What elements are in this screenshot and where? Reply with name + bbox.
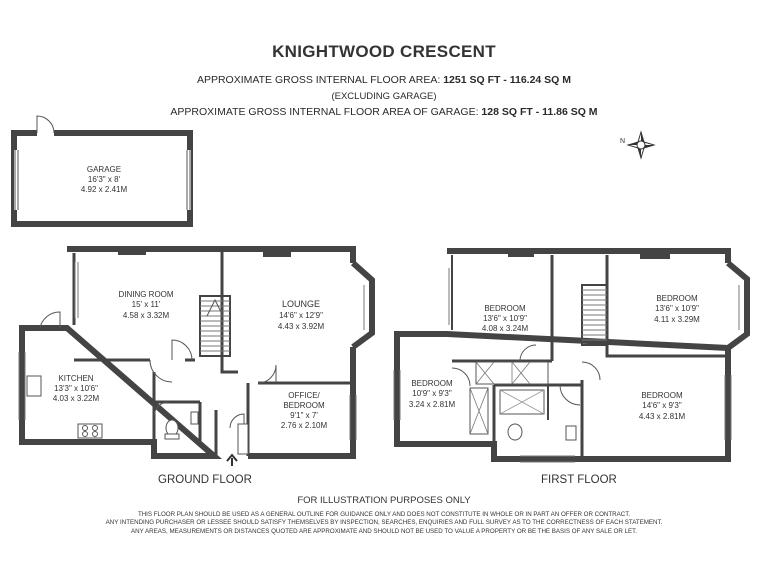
kitchen-metric: 4.03 x 3.22M (53, 394, 100, 403)
bedroom-c-name: BEDROOM (411, 379, 453, 388)
bedroom-c-metric: 3.24 x 2.81M (409, 400, 456, 409)
dining-room-imperial: 15' x 11' (132, 300, 161, 309)
illustration-note: FOR ILLUSTRATION PURPOSES ONLY (297, 495, 471, 506)
compass-icon: N (620, 130, 656, 160)
office-imperial: 9'1" x 7' (290, 411, 318, 420)
garage-imperial: 16'3" x 8' (88, 175, 121, 184)
first-floor-walls (393, 248, 750, 463)
disclaimer-line-2: ANY INTENDING PURCHASER OR LESSEE SHOULD… (105, 519, 663, 527)
disclaimer: THIS FLOOR PLAN SHOULD BE USED AS A GENE… (90, 511, 678, 536)
first-floor-label: FIRST FLOOR (541, 474, 617, 486)
bedroom-b-name: BEDROOM (656, 294, 698, 303)
ground-floor-label: GROUND FLOOR (158, 474, 252, 486)
kitchen-name: KITCHEN (58, 374, 93, 383)
gross-area-label: APPROXIMATE GROSS INTERNAL FLOOR AREA: (196, 74, 441, 86)
bedroom-a-imperial: 13'6" x 10'9" (483, 314, 527, 323)
disclaimer-line-3: ANY AREAS, MEASUREMENTS OR DISTANCES QUO… (131, 527, 637, 535)
lounge-name: LOUNGE (282, 299, 320, 309)
excluding-garage-note: (EXCLUDING GARAGE) (331, 91, 437, 102)
bedroom-d-metric: 4.43 x 2.81M (639, 412, 686, 421)
office-name-line1: OFFICE/ (288, 391, 320, 400)
bedroom-d-imperial: 14'6" x 9'3" (642, 401, 682, 410)
compass-north-label: N (620, 138, 625, 145)
office-metric: 2.76 x 2.10M (281, 421, 328, 430)
bedroom-a-metric: 4.08 x 3.24M (482, 324, 529, 333)
garage-name: GARAGE (87, 165, 121, 174)
garage-area-value: 128 SQ FT - 11.86 SQ M (481, 106, 598, 118)
bedroom-b-metric: 4.11 x 3.29M (654, 315, 700, 324)
bedroom-c-imperial: 10'9" x 9'3" (412, 389, 452, 398)
garage-area-label: APPROXIMATE GROSS INTERNAL FLOOR AREA OF… (170, 106, 479, 118)
plan-title: KNIGHTWOOD CRESCENT (272, 42, 496, 61)
lounge-imperial: 14'6" x 12'9" (279, 311, 323, 320)
disclaimer-line-1: THIS FLOOR PLAN SHOULD BE USED AS A GENE… (137, 511, 631, 518)
entrance-arrow-icon (226, 453, 238, 466)
dining-room-name: DINING ROOM (118, 290, 173, 299)
garage-outline (11, 115, 193, 227)
ground-floor-walls (18, 246, 375, 459)
lounge-metric: 4.43 x 3.92M (278, 322, 325, 331)
garage-area-line: APPROXIMATE GROSS INTERNAL FLOOR AREA OF… (0, 106, 768, 118)
gross-area-line: APPROXIMATE GROSS INTERNAL FLOOR AREA: 1… (0, 74, 768, 86)
dining-room-metric: 4.58 x 3.32M (123, 311, 170, 320)
bedroom-b-imperial: 13'6" x 10'9" (655, 304, 699, 313)
office-name-line2: BEDROOM (283, 401, 325, 410)
bedroom-d-name: BEDROOM (641, 391, 683, 400)
garage-metric: 4.92 x 2.41M (81, 185, 128, 194)
gross-area-value: 1251 SQ FT - 116.24 SQ M (443, 74, 572, 86)
bedroom-a-name: BEDROOM (484, 304, 526, 313)
kitchen-imperial: 13'3" x 10'6" (54, 384, 98, 393)
